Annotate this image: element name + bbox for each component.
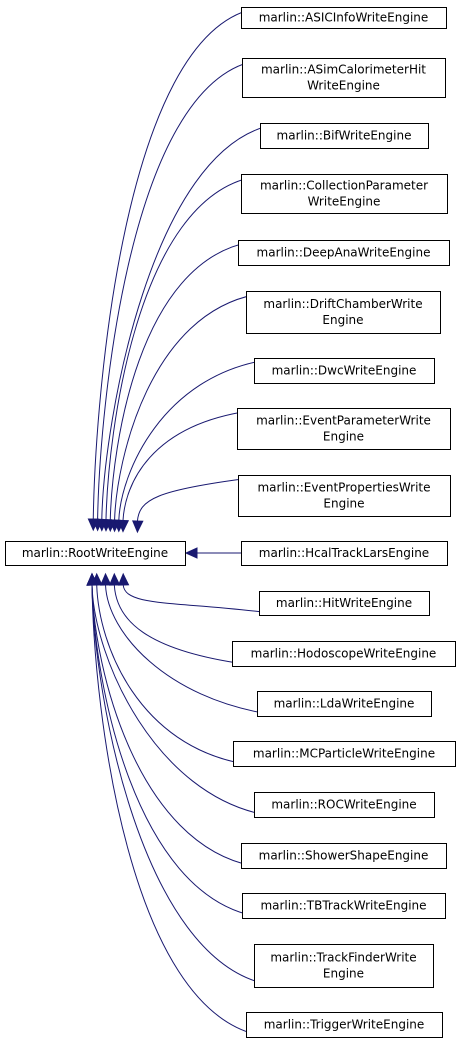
class-name-label: marlin::TBTrackWriteEngine bbox=[260, 899, 426, 913]
inheritance-edge bbox=[113, 584, 245, 665]
derived-class-node-hcaltracklarsengine[interactable]: marlin::HcalTrackLarsEngine bbox=[241, 541, 448, 566]
inheritance-edge bbox=[105, 584, 270, 715]
derived-class-node-showershapeengine[interactable]: marlin::ShowerShapeEngine bbox=[241, 843, 447, 869]
inheritance-edge bbox=[96, 584, 246, 765]
class-node-box bbox=[237, 408, 451, 450]
class-node-box bbox=[254, 944, 434, 988]
class-node-box bbox=[5, 541, 186, 566]
inheritance-edge bbox=[91, 584, 267, 816]
class-node-box bbox=[246, 291, 441, 334]
class-name-label: marlin::RootWriteEngine bbox=[22, 546, 168, 560]
class-name-label: marlin::HcalTrackLarsEngine bbox=[259, 546, 429, 560]
class-node-box bbox=[259, 591, 430, 616]
class-node-box bbox=[232, 641, 456, 667]
class-name-label: Engine bbox=[322, 313, 363, 327]
class-name-label: WriteEngine bbox=[307, 79, 380, 93]
class-name-label: marlin::TriggerWriteEngine bbox=[264, 1018, 425, 1032]
class-name-label: marlin::DeepAnaWriteEngine bbox=[257, 246, 431, 260]
class-name-label: marlin::HodoscopeWriteEngine bbox=[251, 647, 437, 661]
inheritance-edge bbox=[105, 176, 254, 520]
class-name-label: marlin::CollectionParameter bbox=[260, 179, 428, 193]
class-name-label: Engine bbox=[323, 430, 364, 444]
class-name-label: marlin::HitWriteEngine bbox=[276, 596, 412, 610]
class-node-box bbox=[233, 741, 456, 767]
class-name-label: marlin::LdaWriteEngine bbox=[274, 697, 415, 711]
derived-class-node-rocwriteengine[interactable]: marlin::ROCWriteEngine bbox=[254, 792, 435, 818]
inheritance-edge bbox=[109, 241, 251, 520]
class-name-label: marlin::ROCWriteEngine bbox=[271, 798, 416, 812]
class-node-box bbox=[241, 541, 448, 566]
derived-class-node-dwcwriteengine[interactable]: marlin::DwcWriteEngine bbox=[254, 358, 435, 384]
inheritance-edge bbox=[92, 8, 254, 520]
inheritance-edge bbox=[91, 584, 255, 917]
class-nodes: marlin::RootWriteEngine marlin::ASICInfoW… bbox=[5, 7, 456, 1038]
derived-class-node-triggerwriteengine[interactable]: marlin::TriggerWriteEngine bbox=[246, 1012, 443, 1038]
inheritance-edge bbox=[114, 293, 259, 521]
class-node-box bbox=[238, 475, 451, 517]
inheritance-edge bbox=[91, 584, 267, 985]
inheritance-arrowhead bbox=[117, 519, 130, 533]
inheritance-edge bbox=[91, 584, 259, 1036]
class-name-label: marlin::MCParticleWriteEngine bbox=[253, 747, 435, 761]
inheritance-arrowhead bbox=[117, 572, 130, 586]
class-node-box bbox=[238, 240, 450, 266]
inheritance-arrowhead bbox=[132, 520, 144, 534]
derived-class-node-deepanawriteengine[interactable]: marlin::DeepAnaWriteEngine bbox=[238, 240, 450, 266]
class-name-label: Engine bbox=[323, 497, 364, 511]
class-name-label: marlin::ASimCalorimeterHit bbox=[261, 63, 426, 77]
class-name-label: marlin::BifWriteEngine bbox=[277, 129, 412, 143]
class-name-label: marlin::EventPropertiesWrite bbox=[257, 481, 430, 495]
class-name-label: Engine bbox=[323, 967, 364, 981]
inheritance-arrowhead bbox=[184, 547, 198, 559]
class-node-box bbox=[242, 893, 446, 919]
derived-class-node-hodoscopewriteengine[interactable]: marlin::HodoscopeWriteEngine bbox=[232, 641, 456, 667]
derived-class-node-asicinfowriteengine[interactable]: marlin::ASICInfoWriteEngine bbox=[241, 7, 447, 29]
class-name-label: marlin::EventParameterWrite bbox=[256, 414, 431, 428]
inheritance-edge bbox=[136, 477, 251, 522]
base-class-node[interactable]: marlin::RootWriteEngine bbox=[5, 541, 186, 566]
class-name-label: marlin::DwcWriteEngine bbox=[272, 364, 417, 378]
inheritance-arrowhead bbox=[99, 572, 112, 586]
class-node-box bbox=[246, 1012, 443, 1038]
class-node-box bbox=[242, 58, 446, 98]
inheritance-arrowhead bbox=[108, 572, 121, 586]
derived-class-node-mcparticlewriteengine[interactable]: marlin::MCParticleWriteEngine bbox=[233, 741, 456, 767]
class-node-box bbox=[257, 691, 432, 717]
inheritance-edges bbox=[86, 8, 273, 1036]
inheritance-edge bbox=[101, 124, 273, 520]
class-name-label: marlin::ShowerShapeEngine bbox=[259, 849, 429, 863]
derived-class-node-bifwriteengine[interactable]: marlin::BifWriteEngine bbox=[260, 123, 429, 149]
class-node-box bbox=[241, 174, 448, 214]
derived-class-node-ldawriteengine[interactable]: marlin::LdaWriteEngine bbox=[257, 691, 432, 717]
class-name-label: WriteEngine bbox=[308, 195, 381, 209]
inheritance-edge bbox=[122, 584, 272, 614]
inheritance-edge bbox=[97, 60, 255, 520]
class-name-label: marlin::TrackFinderWrite bbox=[270, 951, 416, 965]
derived-class-node-hitwriteengine[interactable]: marlin::HitWriteEngine bbox=[259, 591, 430, 616]
class-node-box bbox=[241, 843, 447, 869]
inheritance-edge bbox=[91, 584, 254, 867]
inheritance-arrowhead bbox=[86, 572, 98, 586]
class-node-box bbox=[254, 358, 435, 384]
class-node-box bbox=[241, 7, 447, 29]
class-node-box bbox=[260, 123, 429, 149]
class-node-box bbox=[254, 792, 435, 818]
inheritance-edge bbox=[122, 410, 250, 521]
class-name-label: marlin::ASICInfoWriteEngine bbox=[259, 11, 429, 25]
inheritance-edge bbox=[118, 359, 267, 521]
derived-class-node-tbtrackwriteengine[interactable]: marlin::TBTrackWriteEngine bbox=[242, 893, 446, 919]
class-name-label: marlin::DriftChamberWrite bbox=[263, 297, 422, 311]
